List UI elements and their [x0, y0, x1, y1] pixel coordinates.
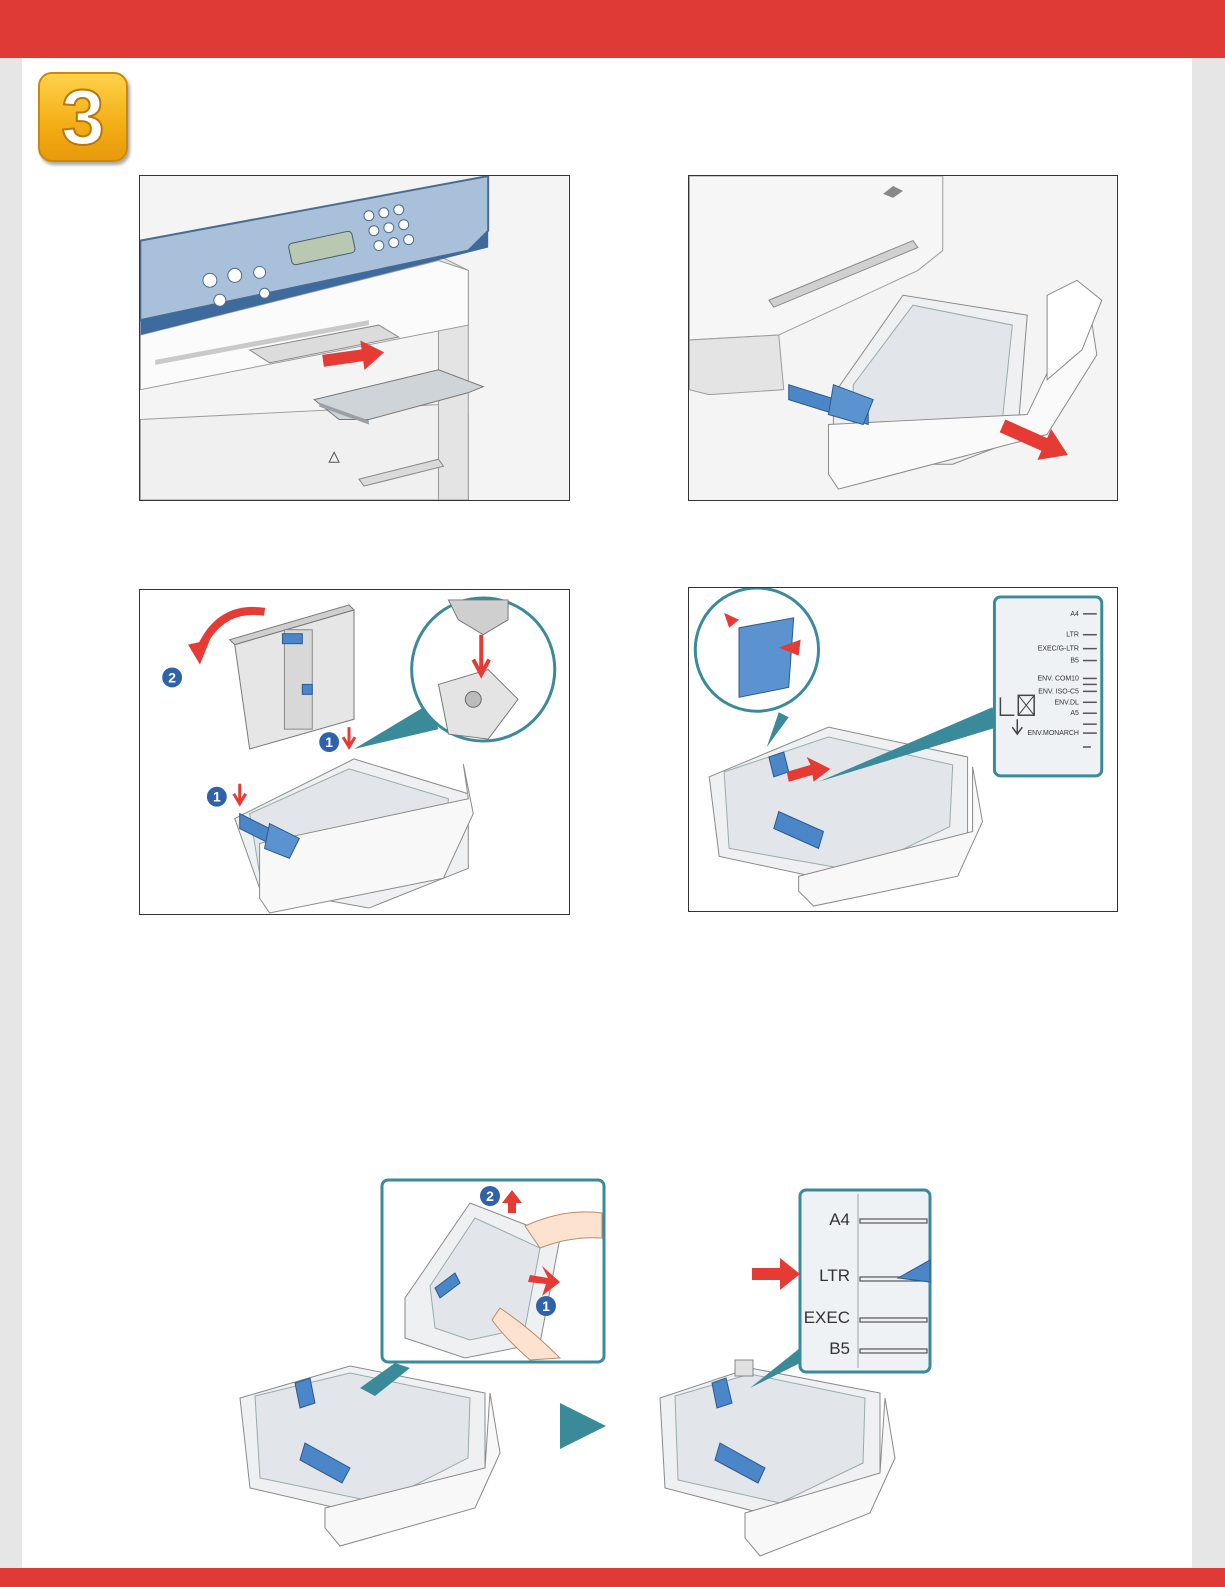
scale-large-label-3: B5 — [829, 1339, 850, 1358]
scale-small-label-4: ENV. COM10 — [1038, 675, 1080, 682]
scale-large-label-2: EXEC — [804, 1308, 850, 1327]
scale-small-label-0: A4 — [1070, 611, 1079, 618]
callout-1b: 1 — [325, 734, 333, 750]
callout-2-extend: 2 — [486, 1188, 494, 1204]
step-number-badge: 3 — [38, 72, 128, 162]
pointer-arrow-icon — [752, 1258, 800, 1290]
scale-small-label-1: LTR — [1066, 632, 1079, 639]
callout-2: 2 — [168, 669, 176, 685]
scale-small-label-5: ENV. ISO-C5 — [1038, 688, 1079, 695]
scale-small-label-2: EXEC/G-LTR — [1038, 646, 1079, 653]
header-bar — [0, 0, 1225, 58]
callout-1-extend: 1 — [542, 1298, 550, 1314]
scale-large-label-1: LTR — [819, 1266, 850, 1285]
illustration-adjust-guide: A4 LTR EXEC/G-LTR B5 ENV. COM10 ENV. ISO… — [688, 587, 1118, 912]
scale-large-label-0: A4 — [829, 1210, 850, 1229]
scale-small-label-6: ENV.DL — [1054, 699, 1079, 706]
footer-bar — [0, 1568, 1225, 1587]
callout-1a: 1 — [213, 789, 221, 805]
scale-small-label-3: B5 — [1070, 658, 1079, 665]
illustration-attach-output-tray — [139, 175, 570, 501]
illustration-size-scale: A4 LTR EXEC B5 — [650, 1188, 950, 1563]
illustration-pull-out-cassette — [688, 175, 1118, 501]
step-number: 3 — [61, 78, 104, 156]
illustration-extend-cassette: 2 1 — [230, 1178, 610, 1563]
illustration-cassette-cover: 2 1 1 — [139, 589, 570, 915]
scale-small-label-8: ENV.MONARCH — [1028, 730, 1079, 737]
scale-small-label-7: A5 — [1070, 710, 1079, 717]
next-step-arrow-icon — [560, 1403, 606, 1449]
